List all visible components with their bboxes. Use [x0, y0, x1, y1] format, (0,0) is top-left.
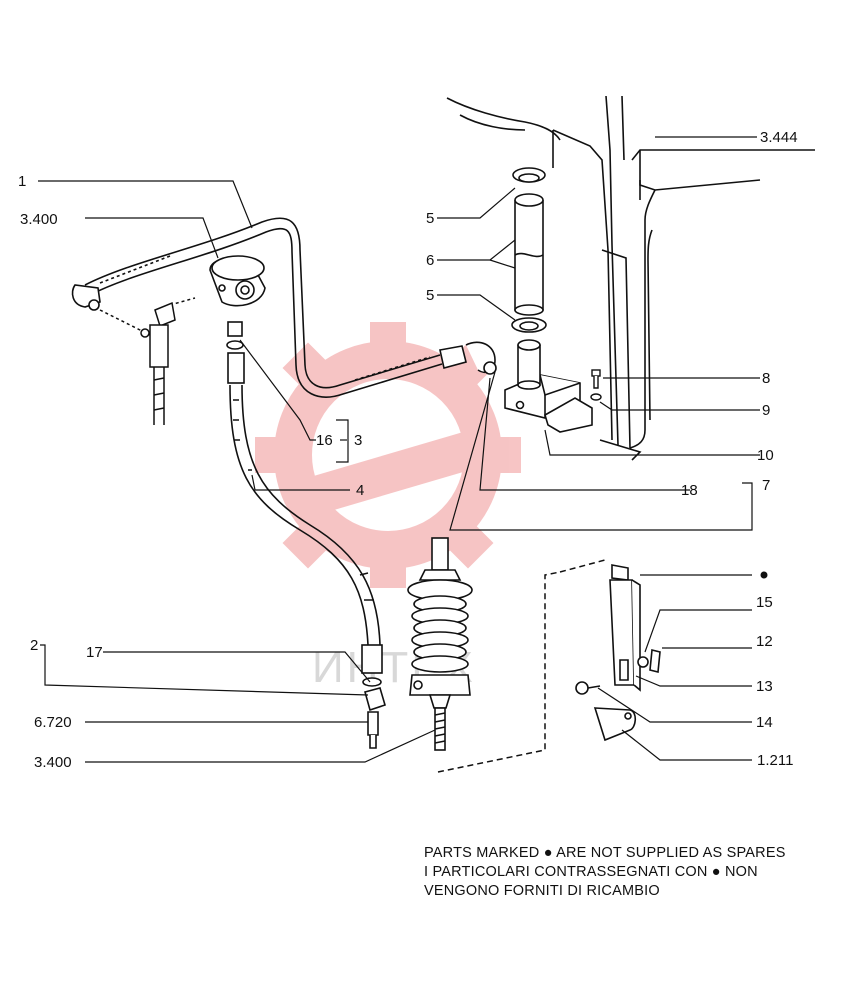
- not-supplied-marker: [760, 571, 768, 579]
- label-4: 4: [356, 482, 364, 499]
- spares-note-line-3: VENGONO FORNITI DI RICAMBIO: [424, 883, 660, 899]
- label-10: 10: [757, 447, 774, 464]
- label-5-lower: 5: [426, 287, 434, 304]
- spares-note-line-2: I PARTICOLARI CONTRASSEGNATI CON ● NON: [424, 864, 758, 880]
- label-12: 12: [756, 633, 773, 650]
- body-panel: [446, 95, 815, 461]
- upper-connector: [99, 297, 196, 425]
- bolt-washer: [590, 369, 602, 401]
- lubrication-hose-1: [71, 217, 497, 398]
- callout-labels: 1 3.400 3.444 5 6 5 8 9 10 16 3 4 18 7 1…: [18, 129, 798, 771]
- rubber-sleeves: [511, 167, 547, 333]
- pump-group-bracket: [437, 559, 606, 773]
- spares-note-line-1: PARTS MARKED ● ARE NOT SUPPLIED AS SPARE…: [424, 845, 786, 861]
- pump-bracket: [504, 339, 593, 433]
- label-17: 17: [86, 644, 103, 661]
- lubrication-hose-4: [226, 321, 386, 749]
- spares-note: PARTS MARKED ● ARE NOT SUPPLIED AS SPARE…: [424, 844, 834, 901]
- leader-lines: [38, 136, 760, 763]
- label-7: 7: [762, 477, 770, 494]
- label-6: 6: [426, 252, 434, 269]
- label-13: 13: [756, 678, 773, 695]
- label-3400-upper: 3.400: [20, 211, 58, 228]
- grease-pump: [407, 537, 473, 751]
- label-15: 15: [756, 594, 773, 611]
- label-2: 2: [30, 637, 38, 654]
- label-9: 9: [762, 402, 770, 419]
- distributor-block: [209, 255, 266, 307]
- label-5-upper: 5: [426, 210, 434, 227]
- label-1211: 1.211: [757, 752, 793, 769]
- lever-assembly: [575, 564, 661, 742]
- label-8: 8: [762, 370, 770, 387]
- label-6720: 6.720: [34, 714, 72, 731]
- label-1: 1: [18, 173, 26, 190]
- label-3444: 3.444: [760, 129, 798, 146]
- label-16: 16: [316, 432, 333, 449]
- label-3400-lower: 3.400: [34, 754, 72, 771]
- label-18: 18: [681, 482, 698, 499]
- label-3: 3: [354, 432, 362, 449]
- label-14: 14: [756, 714, 773, 731]
